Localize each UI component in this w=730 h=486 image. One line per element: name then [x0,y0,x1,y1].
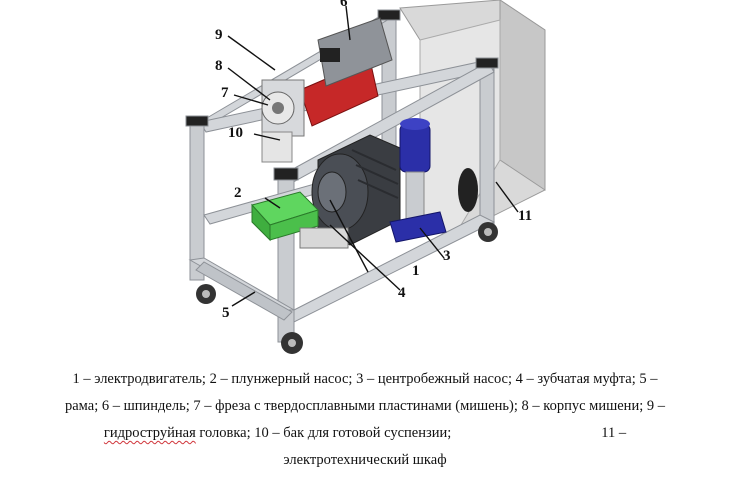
callout-8: 8 [215,58,223,74]
callout-5: 5 [222,305,230,321]
caption-line-3: гидроструйная головка; 10 – бак для гото… [20,420,710,447]
callout-7: 7 [221,85,229,101]
callout-11: 11 [518,208,532,224]
callout-leaders [227,5,519,307]
caption-line-3-end: 11 – [601,425,627,441]
caption-line-3-text: головка; 10 – бак для готовой суспензии; [195,425,452,441]
callout-10: 10 [228,125,243,141]
callout-2: 2 [234,185,242,201]
spellcheck-flagged-word: гидроструйная [103,425,196,441]
callout-labels: 1 2 3 4 5 6 7 8 9 10 11 [215,0,532,321]
callout-1: 1 [412,263,420,279]
callout-3: 3 [443,248,451,264]
callout-4: 4 [398,285,406,301]
figure-caption: 1 – электродвигатель; 2 – плунжерный нас… [20,366,710,474]
caption-line-2: рама; 6 – шпиндель; 7 – фреза с твердосп… [65,398,665,414]
wheels [196,222,498,354]
equipment-illustration: 1 2 3 4 5 6 7 8 9 10 11 [185,0,546,354]
centrifugal-pump [389,118,447,243]
callout-9: 9 [215,27,223,43]
callout-6: 6 [340,0,348,10]
caption-line-4: электротехнический шкаф [283,452,447,468]
plunger-pump [251,191,349,249]
caption-line-1: 1 – электродвигатель; 2 – плунжерный нас… [72,371,658,387]
